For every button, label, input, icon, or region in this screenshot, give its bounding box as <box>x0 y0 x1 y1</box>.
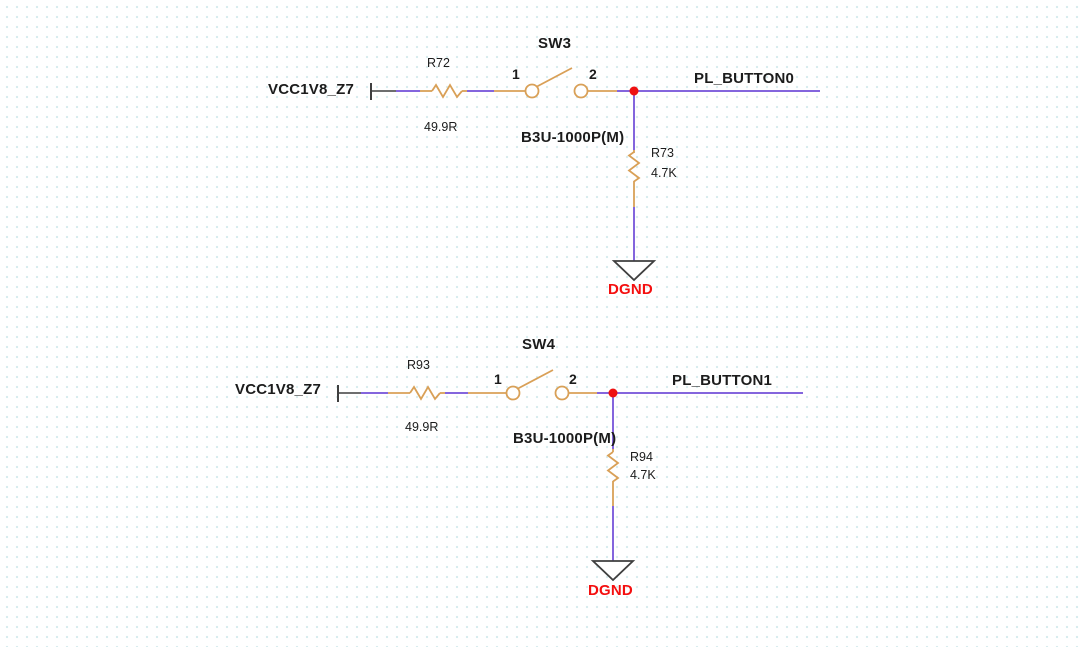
resistor-value-label: 49.9R <box>424 120 458 134</box>
resistor-ref-label: R72 <box>427 56 450 70</box>
pulldown-resistor-symbol <box>627 151 641 183</box>
power-net-label: VCC1V8_Z7 <box>268 81 355 98</box>
switch-pin2-label: 2 <box>589 66 597 82</box>
switch-contact-1 <box>505 385 521 401</box>
switch-pin2-label: 2 <box>569 371 577 387</box>
switch-contact-2 <box>573 83 589 99</box>
switch-pin1-label: 1 <box>494 371 502 387</box>
ground-symbol <box>590 560 636 582</box>
ground-symbol <box>611 260 657 282</box>
switch-part-label: B3U-1000P(M) <box>513 430 617 447</box>
pulldown-resistor-symbol <box>606 451 620 483</box>
junction-dot <box>629 86 639 96</box>
resistor-ref-label: R73 <box>651 146 674 160</box>
switch-contact-1 <box>524 83 540 99</box>
switch-part-label: B3U-1000P(M) <box>521 129 625 146</box>
junction-dot <box>608 388 618 398</box>
series-resistor-symbol <box>431 83 463 99</box>
switch-ref-label: SW4 <box>522 336 556 353</box>
output-net-label: PL_BUTTON0 <box>694 70 795 87</box>
resistor-ref-label: R94 <box>630 450 653 464</box>
circuit-bottom <box>337 369 803 582</box>
resistor-ref-label: R93 <box>407 358 430 372</box>
switch-lever <box>517 369 554 390</box>
series-resistor-symbol <box>409 385 441 401</box>
ground-net-label: DGND <box>608 281 653 298</box>
switch-ref-label: SW3 <box>538 35 572 52</box>
ground-net-label: DGND <box>588 582 633 599</box>
resistor-value-label: 4.7K <box>630 468 656 482</box>
switch-pin1-label: 1 <box>512 66 520 82</box>
switch-contact-2 <box>554 385 570 401</box>
switch-lever <box>536 67 573 88</box>
power-net-label: VCC1V8_Z7 <box>235 381 322 398</box>
resistor-value-label: 49.9R <box>405 420 439 434</box>
resistor-value-label: 4.7K <box>651 166 677 180</box>
circuit-top <box>370 67 820 282</box>
output-net-label: PL_BUTTON1 <box>672 372 773 389</box>
